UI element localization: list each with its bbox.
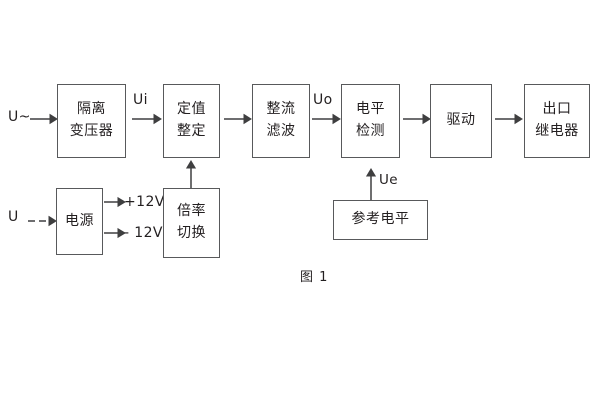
block-multiplier-switch: 倍率 切换 <box>163 188 220 258</box>
arrow-power-supply-neg12v <box>104 227 126 239</box>
block-rectify-filter: 整流 滤波 <box>252 84 310 158</box>
block-level-detect: 电平 检测 <box>341 84 400 158</box>
block-rectify-filter-line1: 整流 <box>266 101 296 118</box>
arrow-rectify-to-level-detect <box>312 113 341 125</box>
signal-label-ui: Ui <box>133 92 148 108</box>
block-level-detect-line1: 电平 <box>356 101 385 118</box>
block-isolation-transformer: 隔离 变压器 <box>57 84 126 158</box>
block-output-relay: 出口 继电器 <box>524 84 590 158</box>
block-isolation-transformer-line1: 隔离 <box>77 101 106 118</box>
signal-label-neg12v: - 12V <box>124 225 163 241</box>
block-multiplier-switch-line2: 切换 <box>177 225 206 241</box>
block-power-supply: 电源 <box>56 188 103 255</box>
block-reference-level-line1: 参考电平 <box>351 211 410 228</box>
block-multiplier-switch-line1: 倍率 <box>177 203 206 220</box>
block-drive: 驱动 <box>430 84 492 158</box>
block-output-relay-line2: 继电器 <box>535 123 579 139</box>
arrow-setting-to-rectify <box>224 113 252 125</box>
arrow-power-supply-pos12v <box>104 196 126 208</box>
block-isolation-transformer-line2: 变压器 <box>69 123 114 139</box>
arrow-reference-to-level-detect <box>365 168 377 200</box>
arrow-drive-to-output-relay <box>495 113 523 125</box>
signal-label-pos12v: +12V <box>124 194 165 210</box>
arrow-level-detect-to-drive <box>403 113 431 125</box>
block-level-detect-line2: 检测 <box>356 123 385 139</box>
block-reference-level: 参考电平 <box>333 200 428 240</box>
block-power-supply-line1: 电源 <box>65 212 94 229</box>
signal-label-uo: Uo <box>313 92 333 108</box>
block-setting-value: 定值 整定 <box>163 84 220 158</box>
block-drive-line1: 驱动 <box>446 112 476 129</box>
arrow-multiplier-to-setting <box>185 160 197 188</box>
block-output-relay-line1: 出口 <box>542 101 572 118</box>
block-setting-value-line2: 整定 <box>177 123 206 139</box>
input-label-dc: U <box>8 209 19 225</box>
figure-caption: 图 1 <box>300 270 329 285</box>
arrow-isolation-to-setting <box>132 113 162 125</box>
arrow-dc-to-power-supply <box>28 215 58 227</box>
block-setting-value-line1: 定值 <box>177 101 206 118</box>
arrow-ac-to-isolation <box>30 113 58 125</box>
signal-label-ue: Ue <box>379 172 398 188</box>
block-rectify-filter-line2: 滤波 <box>266 123 296 139</box>
input-label-ac: U~ <box>8 109 31 125</box>
